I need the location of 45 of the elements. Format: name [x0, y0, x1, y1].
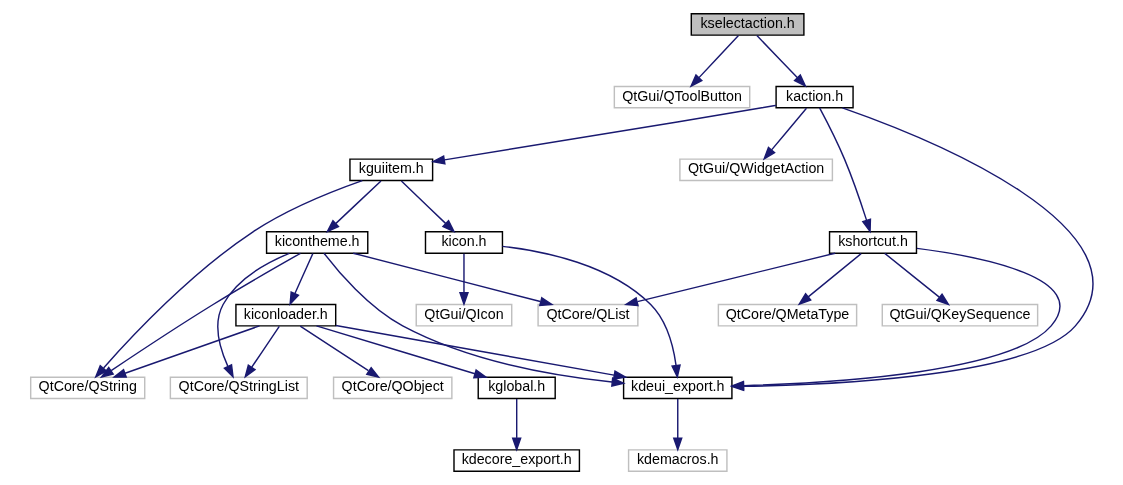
arrow — [430, 104, 777, 165]
arrow — [111, 325, 260, 378]
arrow — [672, 398, 683, 452]
node-box: QtCore/QObject — [332, 376, 453, 400]
node-box: kdeui_export.h — [622, 376, 733, 400]
node-box: kglobal.h — [477, 376, 556, 400]
arrow — [689, 34, 739, 88]
arrow — [334, 324, 628, 380]
arrow — [315, 325, 488, 379]
arrow — [93, 179, 363, 379]
arrow — [818, 107, 871, 234]
node-box: QtGui/QToolButton — [613, 85, 750, 109]
node-box: kshortcut.h — [828, 231, 917, 254]
node-box: kicontheme.h — [265, 231, 368, 254]
node-box: QtCore/QMetaType — [717, 303, 857, 327]
arrow — [755, 34, 807, 88]
arrow — [216, 252, 290, 379]
node-box: QtCore/QString — [29, 376, 145, 400]
node-box: kaction.h — [774, 85, 854, 109]
arrow — [511, 398, 522, 452]
arrow — [400, 180, 455, 233]
arrow — [623, 252, 836, 307]
arrow — [322, 252, 626, 387]
node-box: QtCore/QList — [536, 303, 639, 327]
node-box: kicon.h — [424, 231, 503, 254]
node-box: QtGui/QWidgetAction — [678, 158, 833, 182]
node-box: kdemacros.h — [627, 449, 728, 472]
arrow — [288, 252, 314, 307]
arrow — [243, 325, 280, 379]
arrow — [883, 252, 950, 306]
arrow — [325, 180, 382, 233]
arrow — [351, 252, 554, 307]
node-box: QtCore/QStringList — [169, 376, 308, 400]
node-box: QtGui/QIcon — [415, 303, 512, 327]
arrow — [99, 252, 301, 379]
arrow — [501, 245, 681, 380]
arrow — [458, 252, 469, 307]
arrow — [762, 107, 807, 161]
arrow — [299, 325, 380, 379]
node-box: kguiitem.h — [348, 158, 433, 182]
node-box: QtGui/QKeySequence — [881, 303, 1038, 327]
arrow — [797, 252, 862, 306]
node-box: kiconloader.h — [234, 303, 336, 327]
node-box: kdecore_export.h — [452, 449, 580, 472]
node-box: kselectaction.h — [690, 13, 805, 36]
